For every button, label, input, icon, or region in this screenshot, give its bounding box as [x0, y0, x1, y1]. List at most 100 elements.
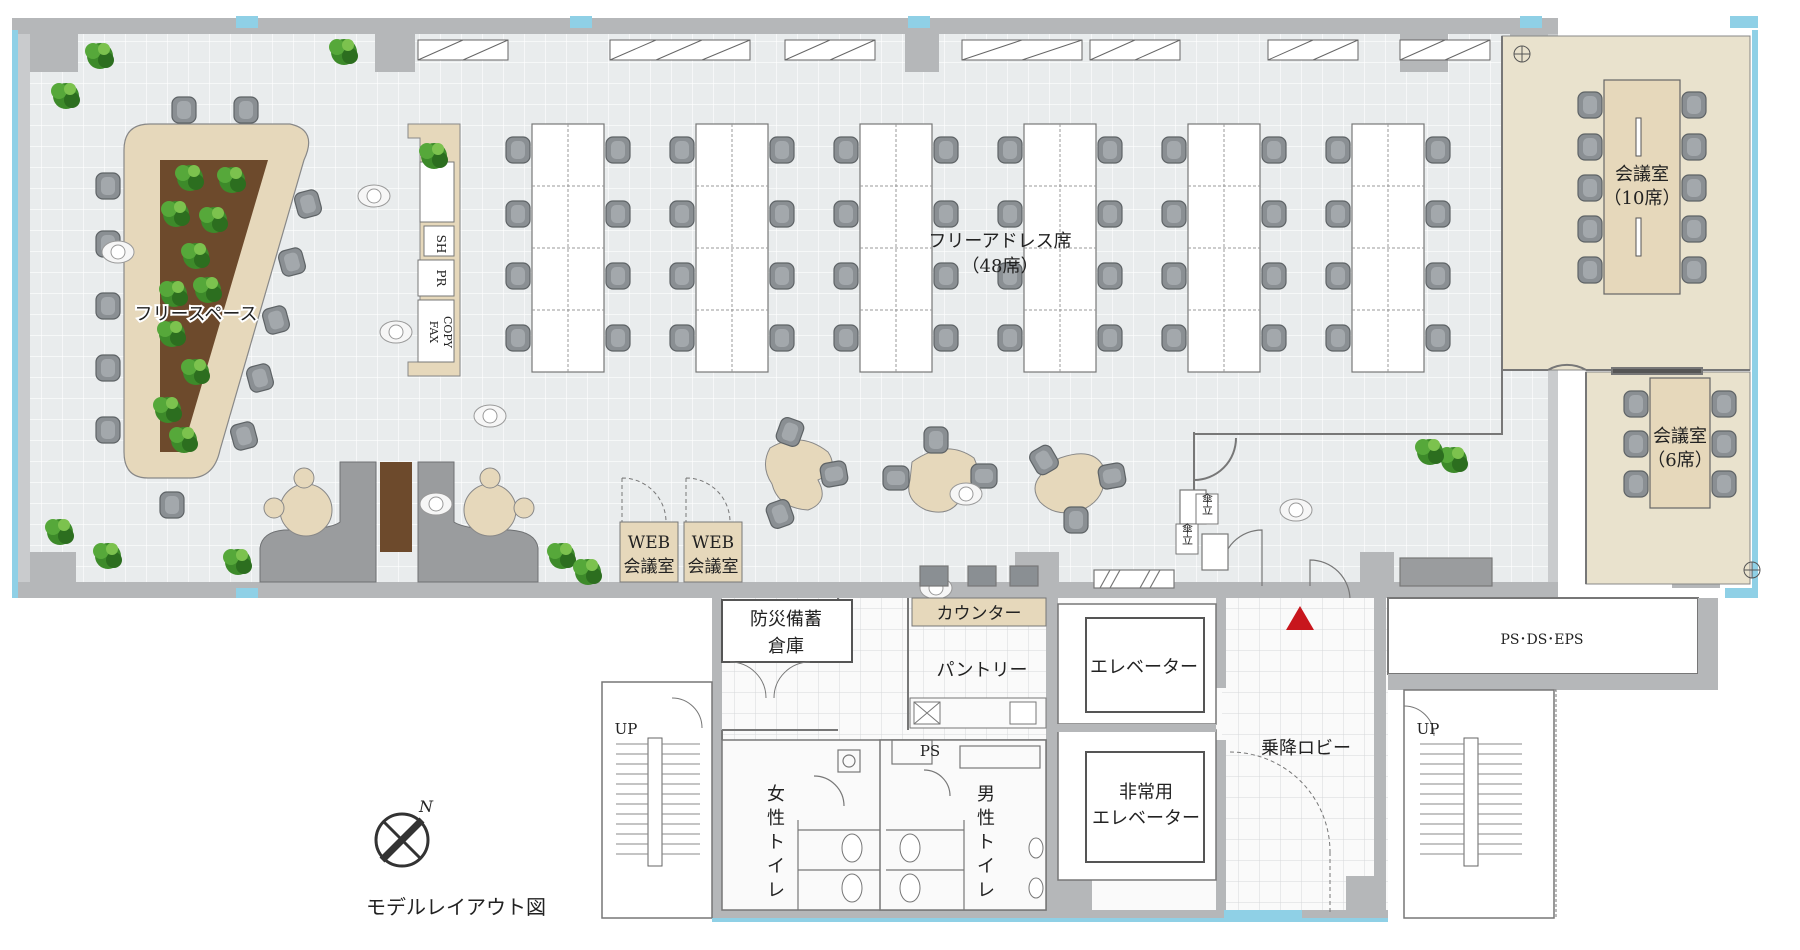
storage-label-2: 倉庫: [768, 636, 804, 657]
web-meeting-1-line2: 会議室: [624, 557, 675, 577]
free-space-label: フリースペース: [135, 304, 258, 325]
desk-chair: [669, 324, 695, 352]
desk-chair: [1261, 200, 1287, 228]
desk-chair: [1425, 136, 1451, 164]
up-label-left: UP: [615, 720, 638, 738]
desk-chair: [1325, 200, 1351, 228]
up-label-right: UP: [1417, 720, 1440, 738]
desk-chair: [669, 262, 695, 290]
desk-chair: [1325, 136, 1351, 164]
desk-chair: [833, 262, 859, 290]
web-meeting-2-line2: 会議室: [688, 557, 739, 577]
desk-chair: [933, 200, 959, 228]
compass-icon: [374, 812, 430, 868]
desk-chair: [933, 262, 959, 290]
desk-chair: [933, 324, 959, 352]
women-toilet-2: 性: [767, 808, 785, 829]
desk-chair: [605, 324, 631, 352]
desk-chair: [769, 262, 795, 290]
lobby-label: 乗降ロビー: [1261, 738, 1351, 759]
desk-chair: [997, 324, 1023, 352]
meeting-6-label: 会議室: [1653, 426, 1707, 447]
entrance-area: [919, 489, 1493, 601]
meeting-10-label: 会議室: [1615, 164, 1669, 185]
elevator-label: エレベーター: [1090, 657, 1198, 678]
free-space-table: [95, 96, 324, 519]
desk-chair: [1097, 324, 1123, 352]
desk-chair: [1161, 200, 1187, 228]
web-meeting-2-line1: WEB: [692, 533, 734, 553]
desk-chair: [605, 262, 631, 290]
desk-chair: [1425, 262, 1451, 290]
free-address-label: フリーアドレス席: [928, 231, 1071, 252]
umbrella-label-1: 傘立: [1201, 493, 1214, 515]
desk-chair: [769, 200, 795, 228]
desk-chair: [1425, 324, 1451, 352]
fax-label: FAX: [427, 321, 440, 344]
desk-chair: [505, 200, 531, 228]
umbrella-label-2: 傘立: [1181, 523, 1194, 545]
desk-chair: [1161, 262, 1187, 290]
desk-chair: [669, 136, 695, 164]
desk-chair: [769, 136, 795, 164]
desk-chair: [997, 200, 1023, 228]
sh-label: SH: [434, 235, 448, 254]
meeting-room-10: [1501, 35, 1751, 371]
men-toilet-2: 性: [977, 808, 995, 829]
desk-chair: [1097, 136, 1123, 164]
desk-chair: [605, 136, 631, 164]
desk-chair: [605, 200, 631, 228]
counter-label: カウンター: [937, 604, 1022, 624]
desk-chair: [1325, 262, 1351, 290]
free-address-detail: （48席）: [962, 256, 1039, 277]
meeting-room-6: [1585, 371, 1761, 585]
desk-chair: [933, 136, 959, 164]
storage-label-1: 防災備蓄: [750, 609, 822, 630]
desk-chair: [505, 324, 531, 352]
meeting-10-detail: （10席）: [1604, 188, 1681, 209]
desk-chair: [769, 324, 795, 352]
men-toilet-3: ト: [977, 832, 995, 853]
free-address-desks: [505, 123, 1451, 373]
desk-chair: [1325, 324, 1351, 352]
emergency-elevator-label-1: 非常用: [1119, 782, 1173, 803]
women-toilet-4: イ: [767, 856, 785, 877]
men-toilet-5: レ: [977, 880, 995, 901]
ps-label: PS: [920, 742, 940, 760]
copy-label: COPY: [441, 316, 454, 349]
desk-chair: [1097, 262, 1123, 290]
compass-north-label: N: [418, 797, 434, 816]
web-meeting-booths: [619, 477, 743, 583]
desk-chair: [1097, 200, 1123, 228]
women-toilet-3: ト: [767, 832, 785, 853]
desk-chair: [997, 136, 1023, 164]
plan-caption: モデルレイアウト図: [366, 895, 546, 919]
ps-ds-eps-label: PS･DS･EPS: [1500, 632, 1583, 648]
desk-chair: [669, 200, 695, 228]
desk-chair: [1161, 136, 1187, 164]
desk-chair: [1261, 324, 1287, 352]
pantry-label: パントリー: [937, 660, 1028, 681]
entrance-marker-icon: [1286, 606, 1314, 630]
desk-chair: [833, 200, 859, 228]
women-toilet-5: レ: [767, 880, 785, 901]
desk-chair: [1261, 136, 1287, 164]
copy-area: [407, 123, 461, 377]
desk-chair: [833, 324, 859, 352]
men-toilet-1: 男: [977, 784, 995, 805]
men-toilet-4: イ: [977, 856, 995, 877]
desk-chair: [505, 262, 531, 290]
desk-chair: [833, 136, 859, 164]
lounge-booths: [259, 461, 539, 583]
emergency-elevator-label-2: エレベーター: [1092, 808, 1200, 829]
desk-chair: [1261, 262, 1287, 290]
partitions: [1193, 36, 1750, 584]
labels: フリーアドレス席 （48席） フリースペース 会議室 （10席） 会議室 （6席…: [133, 164, 1713, 919]
desk-chair: [505, 136, 531, 164]
disaster-storage-room: [721, 599, 853, 699]
web-meeting-1-line1: WEB: [628, 533, 670, 553]
women-toilet-1: 女: [767, 784, 785, 805]
pr-label: PR: [434, 269, 448, 287]
desk-chair: [1425, 200, 1451, 228]
